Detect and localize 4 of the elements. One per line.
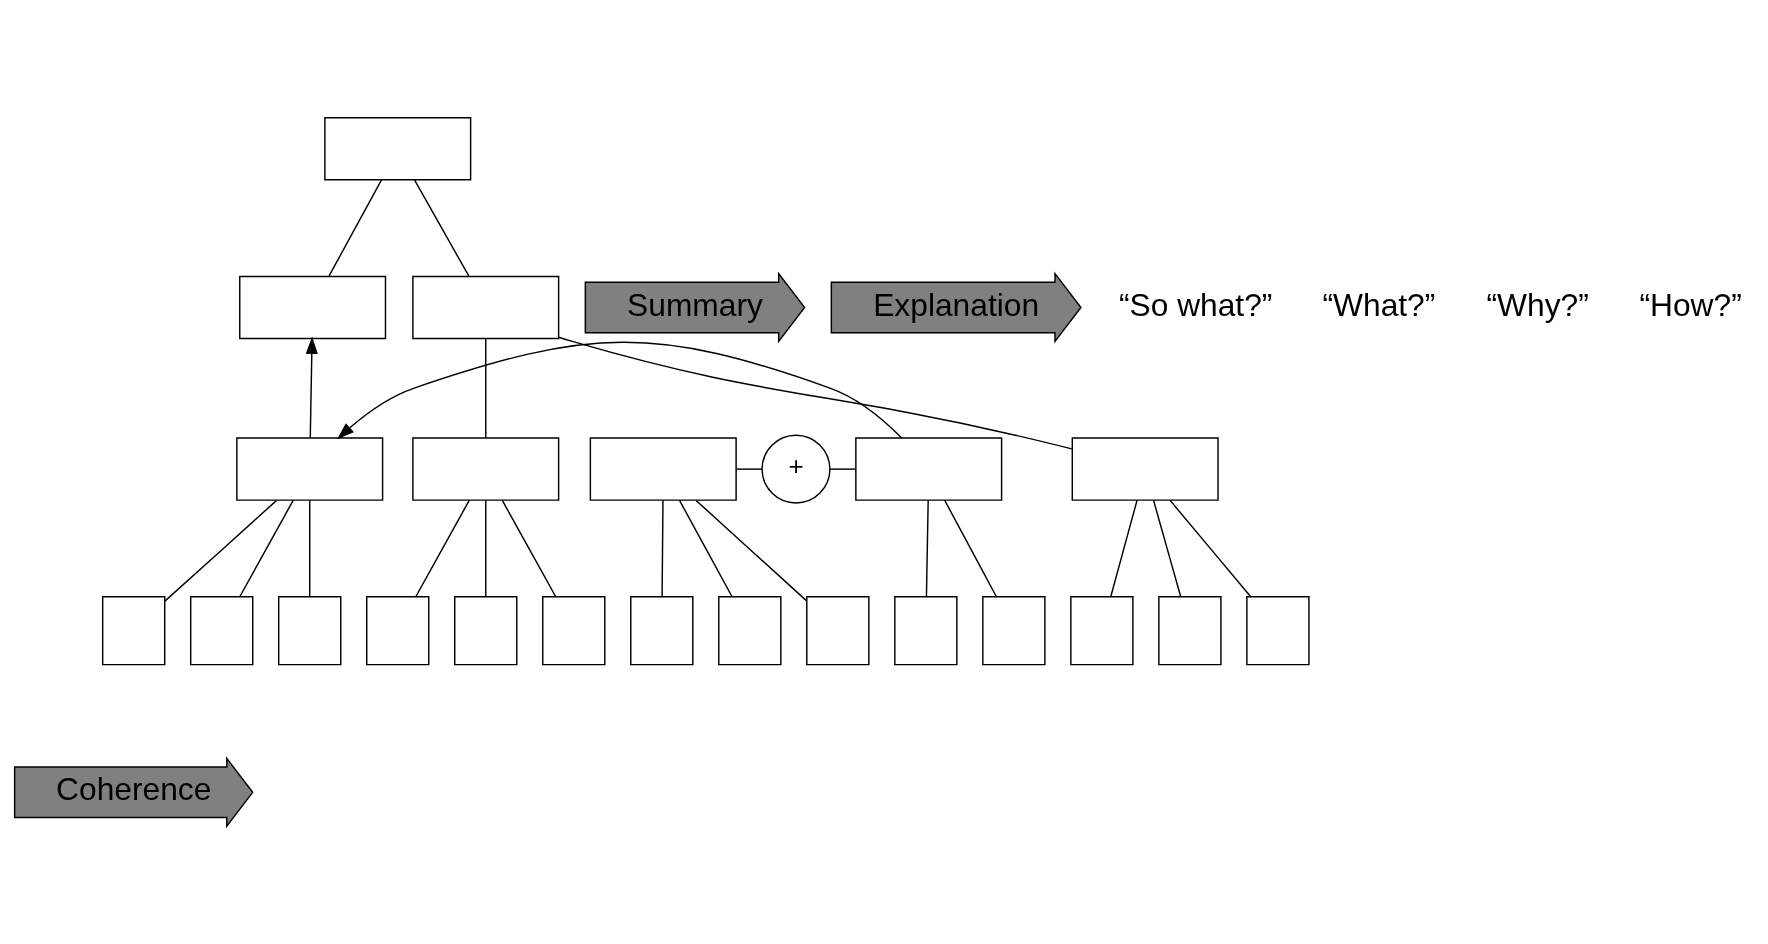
label: “What?”: [1322, 286, 1436, 323]
label: “So what?”: [1118, 286, 1273, 323]
label: “Why?”: [1486, 286, 1589, 323]
label: “How?”: [1639, 286, 1742, 323]
